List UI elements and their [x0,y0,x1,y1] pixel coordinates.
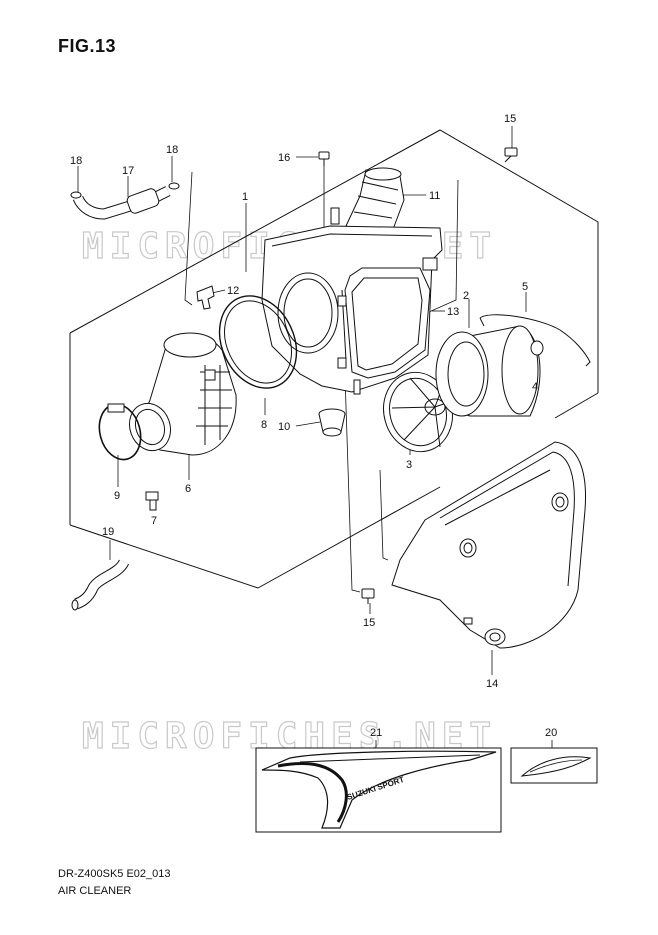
model-code: DR-Z400SK5 E02_013 [58,868,171,880]
callout-3: 3 [406,459,412,471]
callout-5: 5 [522,281,528,293]
callout-12: 12 [227,285,239,297]
emblem-box-20 [510,747,598,784]
callout-21: 21 [370,727,382,739]
side-cover-14 [391,441,587,649]
drain-hose-19 [71,559,129,611]
decal-box-21: SUZUKI SPORT [255,747,502,833]
callout-8: 8 [261,419,267,431]
callout-18-left: 18 [70,155,82,167]
holder-5 [479,314,591,367]
callout-15-lower: 15 [363,617,375,629]
callout-10: 10 [278,421,290,433]
callout-9: 9 [114,490,120,502]
callout-13: 13 [447,306,459,318]
outlet-tube-6 [128,332,237,456]
callout-20: 20 [545,727,557,739]
callout-19: 19 [102,526,114,538]
leader-lines [77,126,553,748]
clamp-9 [98,403,142,461]
callout-16: 16 [278,152,290,164]
drain-plug-10 [318,408,346,437]
callout-14: 14 [486,678,498,690]
callout-4: 4 [532,381,538,393]
figure-caption: AIR CLEANER [58,885,132,897]
callout-numbers: 1 2 3 4 5 6 7 8 9 10 11 12 13 14 15 15 1… [70,113,557,739]
bolt-15-upper [504,147,518,163]
callout-15-upper: 15 [504,113,516,125]
figure-title: FIG.13 [58,36,117,56]
callout-17: 17 [122,165,134,177]
callout-2: 2 [463,290,469,302]
bolt-7 [145,491,159,511]
callout-7: 7 [151,515,157,527]
air-cleaner-case-1 [261,225,443,395]
callout-18-right: 18 [166,144,178,156]
breather-hose-17 [70,182,180,220]
joint-12 [196,285,215,310]
filter-cage-3 [383,371,456,453]
callout-1: 1 [242,191,248,203]
seal-ring-8 [218,295,298,389]
filter-element-2 [435,325,541,417]
bolt-15-lower [361,588,375,604]
assembly-frame [69,129,599,589]
callout-6: 6 [185,483,191,495]
callout-11: 11 [429,190,440,202]
